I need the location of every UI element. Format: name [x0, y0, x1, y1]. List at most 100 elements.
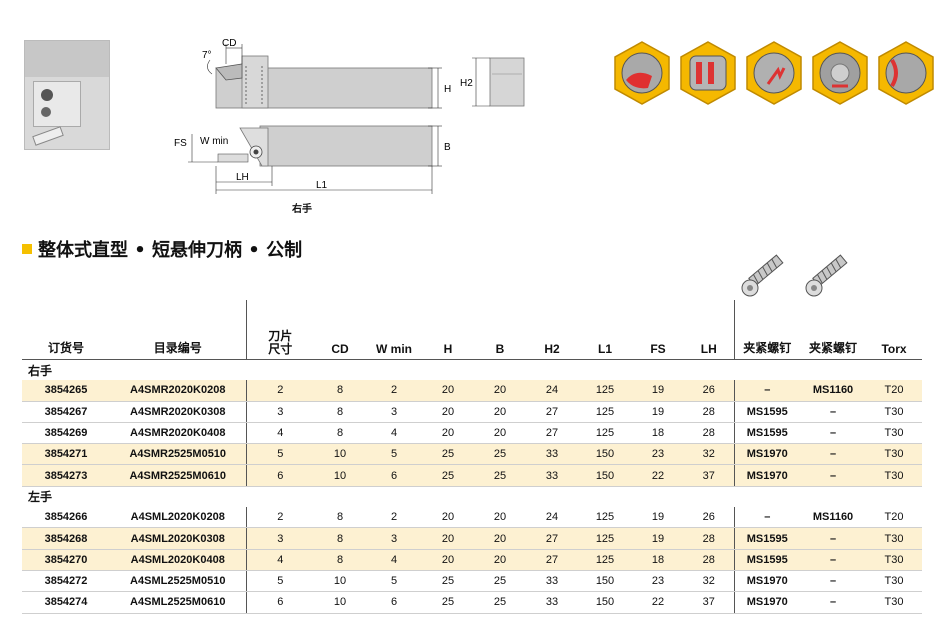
- table-cell: 8: [314, 422, 366, 445]
- table-cell: T30: [866, 570, 922, 593]
- photo-toolholder: [33, 81, 81, 127]
- table-cell: 2: [366, 380, 422, 402]
- cast-iron-icon: [746, 41, 802, 105]
- col-header: 订货号: [22, 330, 110, 360]
- table-cell: 125: [578, 507, 632, 529]
- spec-table: 订货号 目录编号 刀片 尺寸 CD W min H B H2 L1 FS LH …: [22, 330, 922, 614]
- table-cell: 20: [422, 507, 474, 529]
- col-header: Torx: [866, 330, 922, 360]
- table-cell: 8: [314, 507, 366, 529]
- table-cell: MS1970: [733, 570, 800, 593]
- section-title: 整体式直型 • 短悬伸刀柄 • 公制: [22, 236, 302, 262]
- group-row: 左手: [22, 486, 922, 507]
- table-cell: 25: [422, 443, 474, 466]
- table-cell: –: [800, 464, 866, 487]
- table-cell: 33: [526, 591, 578, 614]
- col-header: W min: [366, 330, 422, 360]
- table-cell: 20: [474, 401, 526, 423]
- screw-icon: [741, 254, 784, 297]
- table-cell: 6: [366, 591, 422, 614]
- table-cell: 18: [632, 549, 684, 571]
- table-cell: 5: [366, 570, 422, 593]
- table-cell: MS1595: [733, 527, 800, 550]
- col-header: H: [422, 330, 474, 360]
- col-header: 目录编号: [110, 330, 246, 360]
- table-cell: 3854268: [22, 527, 110, 550]
- table-cell: 26: [684, 507, 734, 529]
- table-cell: 37: [684, 591, 734, 614]
- table-cell: –: [800, 422, 866, 445]
- table-cell: 19: [632, 527, 684, 550]
- table-cell: 20: [474, 422, 526, 445]
- table-cell: –: [800, 570, 866, 593]
- table-cell: 25: [422, 591, 474, 614]
- group-label: 右手: [28, 363, 53, 378]
- table-cell: MS1160: [800, 507, 866, 529]
- col-header: L1: [578, 330, 632, 360]
- table-cell: 150: [578, 570, 632, 593]
- table-cell: –: [800, 591, 866, 614]
- table-cell: 6: [245, 591, 314, 614]
- table-cell: T30: [866, 527, 922, 550]
- table-cell: 150: [578, 464, 632, 487]
- diagram-caption: 右手: [292, 204, 312, 215]
- table-cell: 33: [526, 443, 578, 466]
- photo-workpiece: [25, 41, 109, 77]
- dim-label-lh: LH: [236, 172, 249, 183]
- table-cell: 24: [526, 507, 578, 529]
- table-cell: 18: [632, 422, 684, 445]
- table-cell: 19: [632, 401, 684, 423]
- table-cell: 3854269: [22, 422, 110, 445]
- table-cell: –: [800, 549, 866, 571]
- table-cell: MS1970: [733, 443, 800, 466]
- table-cell: 4: [245, 549, 314, 571]
- table-cell: 8: [314, 401, 366, 423]
- table-cell: 23: [632, 570, 684, 593]
- table-cell: T30: [866, 443, 922, 466]
- table-cell: MS1595: [733, 422, 800, 445]
- table-cell: –: [733, 507, 800, 529]
- table-cell: 3: [245, 401, 314, 423]
- table-cell: 5: [245, 570, 314, 593]
- table-cell: 20: [422, 527, 474, 550]
- table-cell: 25: [422, 570, 474, 593]
- table-cell: 3854274: [22, 591, 110, 614]
- table-cell: 6: [245, 464, 314, 487]
- table-cell: A4SMR2525M0510: [110, 443, 246, 466]
- angle-label: 7°: [202, 50, 212, 61]
- screw-icon: [805, 254, 848, 297]
- table-cell: 125: [578, 401, 632, 423]
- table-cell: 3854271: [22, 443, 110, 466]
- table-cell: 20: [422, 549, 474, 571]
- table-cell: 27: [526, 527, 578, 550]
- table-cell: 8: [314, 380, 366, 402]
- table-cell: 125: [578, 422, 632, 445]
- table-cell: T30: [866, 549, 922, 571]
- table-cell: T30: [866, 422, 922, 445]
- table-cell: 3854270: [22, 549, 110, 571]
- table-cell: 27: [526, 549, 578, 571]
- table-cell: 3854265: [22, 380, 110, 402]
- table-cell: 125: [578, 549, 632, 571]
- table-cell: 125: [578, 380, 632, 402]
- table-cell: 5: [366, 443, 422, 466]
- table-cell: –: [800, 443, 866, 466]
- table-cell: 25: [474, 570, 526, 593]
- table-cell: T20: [866, 507, 922, 529]
- group-label: 左手: [28, 490, 53, 505]
- dim-label-wmin: W min: [200, 136, 228, 147]
- table-cell: MS1595: [733, 549, 800, 571]
- table-cell: 4: [245, 422, 314, 445]
- table-cell: 25: [474, 591, 526, 614]
- table-cell: 20: [474, 549, 526, 571]
- table-cell: 19: [632, 507, 684, 529]
